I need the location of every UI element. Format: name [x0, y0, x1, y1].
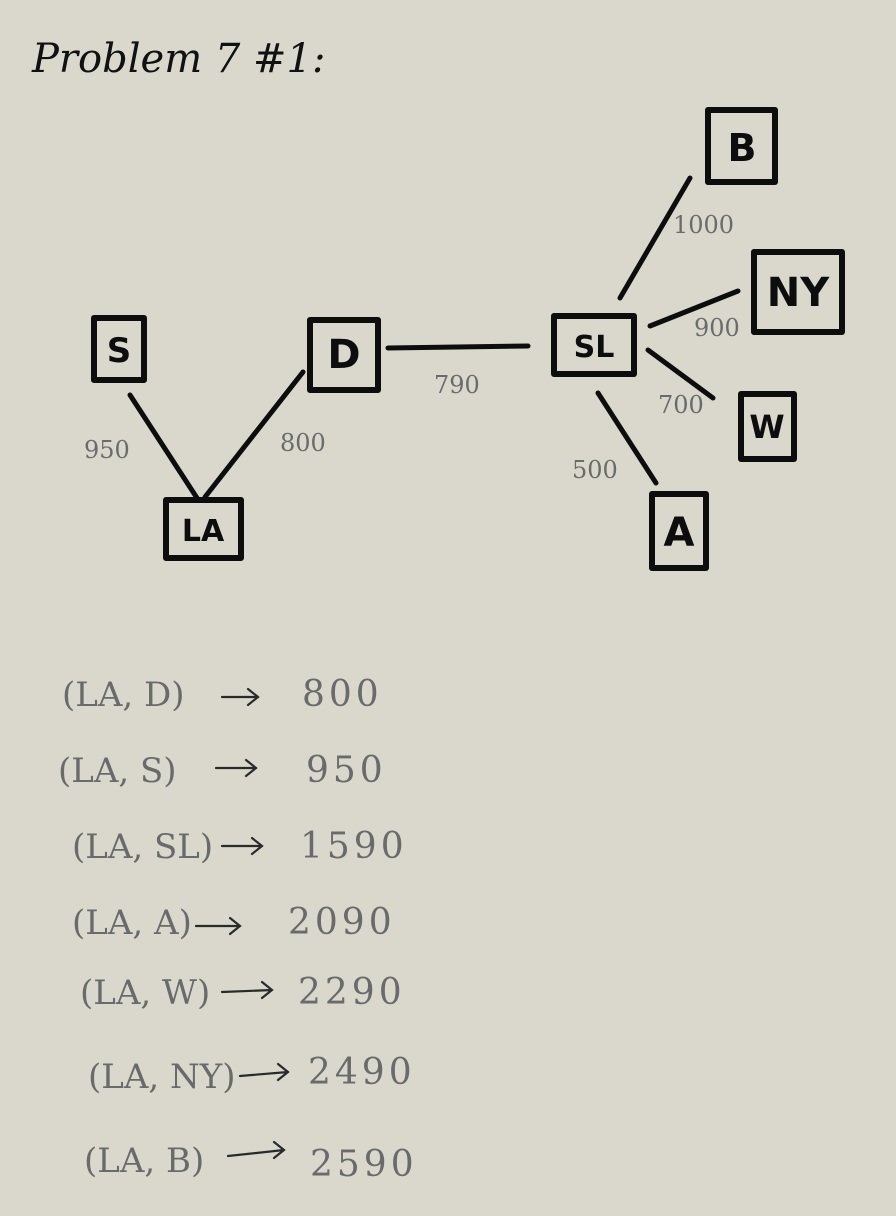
weight-sl-b: 1000	[673, 211, 734, 239]
pair-label: (LA, D)	[62, 675, 185, 715]
node-box	[738, 391, 797, 462]
node-box	[551, 313, 637, 377]
list-item: (LA, S) 950	[58, 750, 387, 791]
node-box	[751, 249, 845, 335]
node-d: D	[307, 317, 381, 393]
page-title: Problem 7 #1:	[31, 36, 325, 82]
node-label: SL	[574, 330, 615, 365]
edges	[127, 175, 741, 501]
list-item: (LA, B) 2590	[84, 1140, 418, 1185]
weight-s-la: 950	[84, 436, 130, 464]
distance-list: (LA, D) 800 (LA, S) 950 (LA, SL) 1590 (L…	[58, 674, 418, 1185]
distance-value: 2090	[288, 902, 396, 943]
list-item: (LA, A) 2090	[72, 902, 396, 943]
node-s: S	[91, 315, 147, 383]
list-item: (LA, NY) 2490	[88, 1052, 416, 1097]
weight-sl-w: 700	[658, 391, 704, 419]
list-item: (LA, SL) 1590	[72, 826, 408, 867]
node-a: A	[649, 491, 709, 571]
pair-label: (LA, W)	[80, 973, 210, 1013]
pair-label: (LA, SL)	[72, 827, 213, 867]
edge-sl-a	[595, 390, 659, 486]
node-sl: SL	[551, 313, 637, 377]
arrow-icon	[214, 758, 258, 778]
node-label: LA	[182, 514, 225, 549]
node-box	[649, 491, 709, 571]
node-label: W	[749, 408, 784, 446]
edge-d-sl	[385, 343, 531, 351]
edge-s-la	[127, 392, 200, 501]
arrow-icon	[194, 916, 242, 936]
node-w: W	[738, 391, 797, 462]
node-box	[705, 107, 778, 185]
list-item: (LA, D) 800	[62, 674, 383, 715]
edge-sl-ny	[647, 288, 741, 329]
node-label: NY	[767, 270, 830, 316]
weight-d-la: 800	[280, 429, 326, 457]
list-item: (LA, W) 2290	[80, 972, 406, 1013]
distance-value: 950	[306, 750, 387, 791]
node-ny: NY	[751, 249, 845, 335]
distance-value: 800	[302, 674, 383, 715]
node-box	[163, 497, 244, 561]
weight-sl-ny: 900	[694, 314, 740, 342]
node-box	[307, 317, 381, 393]
distance-value: 2590	[310, 1144, 418, 1185]
node-box	[91, 315, 147, 383]
weight-sl-a: 500	[572, 456, 618, 484]
node-label: D	[327, 332, 360, 378]
arrow-icon	[226, 1140, 286, 1160]
edge-d-la	[202, 369, 306, 500]
distance-value: 2490	[308, 1052, 416, 1093]
distance-value: 2290	[298, 972, 406, 1013]
arrow-icon	[238, 1062, 290, 1082]
pair-label: (LA, S)	[58, 751, 177, 791]
edge-sl-b	[617, 175, 693, 301]
arrow-icon	[220, 836, 264, 856]
edge-weights: 950 800 790 1000 900 700 500	[84, 211, 740, 484]
pair-label: (LA, NY)	[88, 1057, 235, 1097]
arrow-icon	[220, 687, 260, 707]
distance-value: 1590	[300, 826, 408, 867]
node-label: A	[664, 510, 695, 556]
pair-label: (LA, B)	[84, 1141, 204, 1181]
weight-d-sl: 790	[434, 371, 480, 399]
arrow-icon	[220, 980, 274, 1000]
node-la: LA	[163, 497, 244, 561]
node-label: S	[107, 331, 132, 371]
pair-label: (LA, A)	[72, 903, 192, 943]
node-label: B	[728, 126, 757, 170]
node-b: B	[705, 107, 778, 185]
edge-sl-w	[645, 347, 716, 401]
